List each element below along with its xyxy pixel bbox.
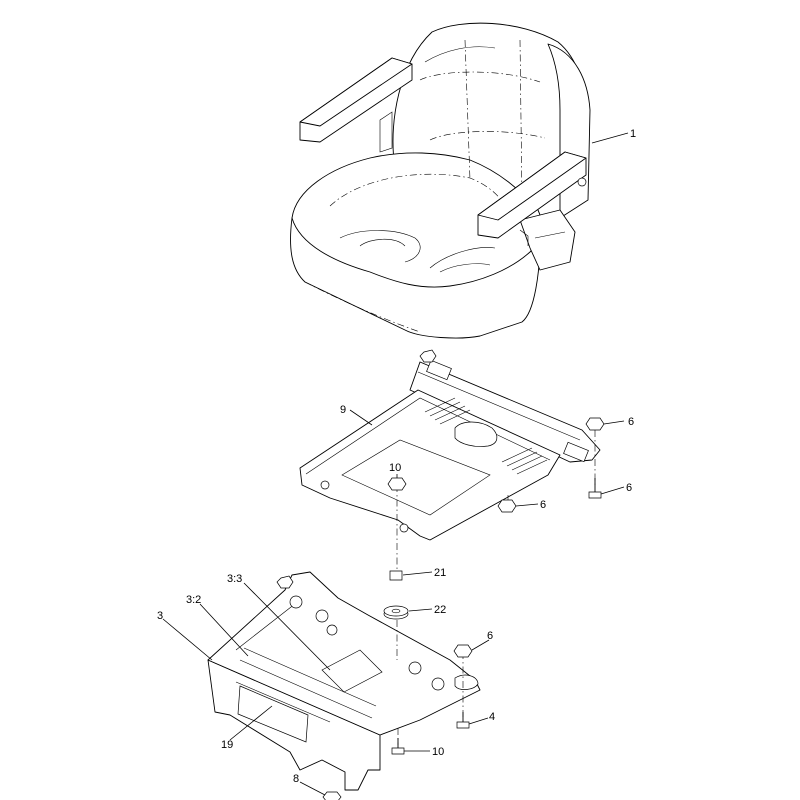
flange-nut-6-under: [497, 499, 517, 513]
callout-19: 19: [221, 739, 233, 751]
callout-8: 8: [293, 773, 299, 785]
callout-labels: 1 9 6 6 10 6 21 22 3:3 3:2 3 6 4 19 10 8: [157, 128, 636, 785]
callout-22: 22: [434, 604, 446, 616]
callout-1: 1: [630, 128, 636, 140]
callout-3-2: 3:2: [186, 594, 201, 606]
callout-10-front: 10: [432, 746, 444, 758]
bolt-10-front: [391, 738, 405, 755]
callout-9: 9: [340, 404, 346, 416]
spacer-21: [389, 570, 403, 581]
callout-4: 4: [489, 711, 495, 723]
flange-nut-6-rear: [585, 417, 605, 431]
screw-4: [456, 712, 470, 729]
flange-nut-6-bracket: [453, 644, 473, 658]
callout-3-3: 3:3: [227, 573, 242, 585]
flange-nut-6-center: [387, 477, 407, 491]
washer-22: [383, 605, 409, 620]
vent-slots-left: [424, 397, 471, 425]
seat-plate: [299, 349, 601, 541]
vent-slots-right: [501, 447, 548, 475]
callout-6-center: 10: [389, 462, 401, 474]
callout-21: 21: [434, 567, 446, 579]
callout-6-under: 6: [540, 499, 546, 511]
nut-8: [322, 791, 342, 800]
callout-10-rear: 6: [626, 482, 632, 494]
hardware: [322, 417, 605, 800]
callout-6-rear: 6: [628, 416, 634, 428]
seat-assembly: [290, 22, 591, 339]
bolt-10-rear: [588, 478, 602, 499]
leader-lines: [162, 132, 629, 796]
callout-3: 3: [157, 610, 163, 622]
callout-6-bracket: 6: [487, 630, 493, 642]
mounting-bracket: [207, 571, 481, 791]
